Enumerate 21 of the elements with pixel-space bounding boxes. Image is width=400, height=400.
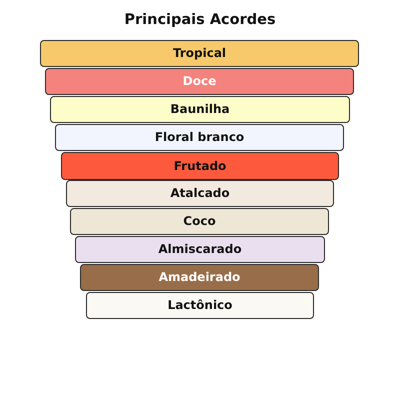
accord-bar [80,264,319,291]
accord-bar [40,40,359,67]
accord-label: Almiscarado [158,242,242,257]
accord-label: Amadeirado [158,270,240,285]
accord-bar [70,208,329,235]
accord-label: Baunilha [170,102,230,117]
accord-bar [50,96,350,123]
accord-label: Tropical [172,46,226,61]
accord-bar [66,180,334,207]
accord-label: Coco [183,214,216,229]
accord-bar [55,124,344,151]
accord-label: Atalcado [170,186,230,201]
accord-label: Floral branco [154,130,244,145]
accord-bar [75,236,325,263]
accord-bar [61,152,339,180]
accord-bar [86,292,314,319]
accord-label: Doce [182,74,216,89]
chart-title: Principais Acordes [123,11,277,30]
accord-bar [45,68,354,95]
accord-label: Lactônico [168,298,232,313]
accord-label: Frutado [174,158,226,174]
